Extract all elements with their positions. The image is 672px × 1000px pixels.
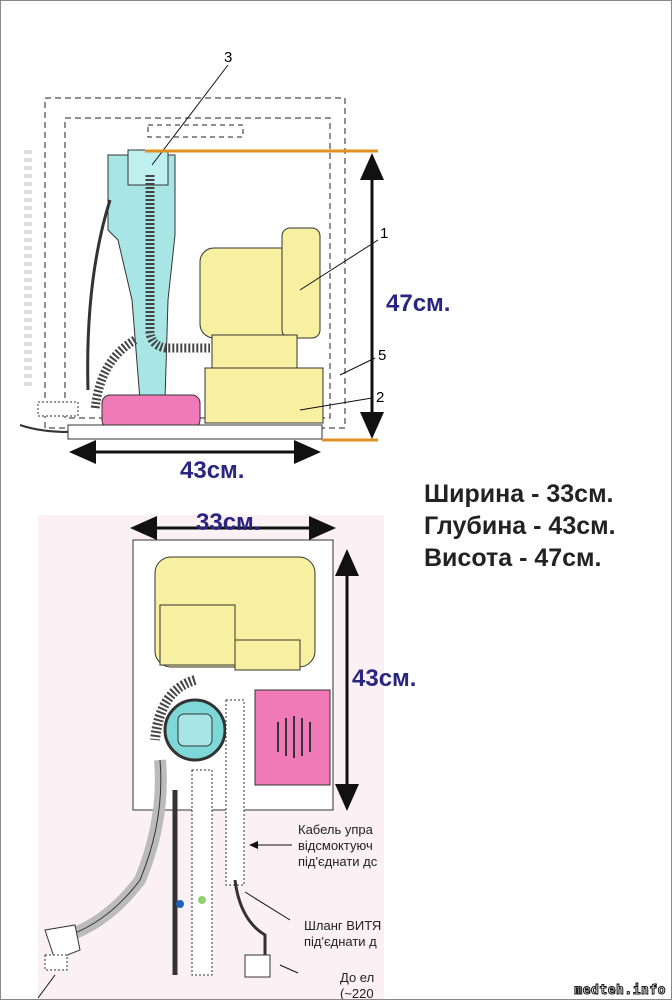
spec-width: Ширина - 33см. — [424, 480, 614, 508]
note-hose-2: під'єднати д — [304, 934, 377, 949]
suction-hose — [191, 769, 213, 976]
callout-3: 3 — [224, 49, 232, 66]
watermark: medteh.info — [574, 983, 666, 999]
note-cable-1: Кабель упра — [298, 822, 374, 837]
callout-2: 2 — [376, 389, 384, 406]
note-cable-3: під'єднати дс — [298, 854, 378, 869]
height-dimension-label: 47см. — [386, 290, 450, 317]
callout-1: 1 — [380, 225, 388, 242]
width-dimension-label: 33см. — [196, 509, 260, 536]
callout-5: 5 — [378, 347, 386, 364]
spec-depth: Глубина - 43см. — [424, 512, 616, 540]
specifications: Ширина - 33см. Глубина - 43см. Висота - … — [424, 478, 616, 574]
note-power-2: (~220 — [340, 986, 374, 1000]
note-power-1: До ел — [340, 970, 374, 985]
power-plug — [244, 954, 271, 978]
top-depth-dimension-label: 43см. — [352, 665, 416, 692]
depth-dimension-label: 43см. — [180, 457, 244, 484]
note-hose-1: Шланг ВИТЯ — [304, 918, 381, 933]
hose — [145, 175, 210, 353]
side-view-drawing — [19, 64, 384, 464]
spec-height: Висота - 47см. — [424, 544, 602, 572]
cabinet-outline-inner — [64, 117, 331, 419]
note-cable-2: відсмоктуюч — [298, 838, 373, 853]
notes: Кабель упра відсмоктуюч під'єднати дс Шл… — [298, 822, 381, 1000]
base-plate — [67, 424, 323, 440]
top-view-drawing — [37, 515, 384, 1000]
elbow-connector — [44, 924, 81, 961]
control-box — [254, 689, 331, 786]
